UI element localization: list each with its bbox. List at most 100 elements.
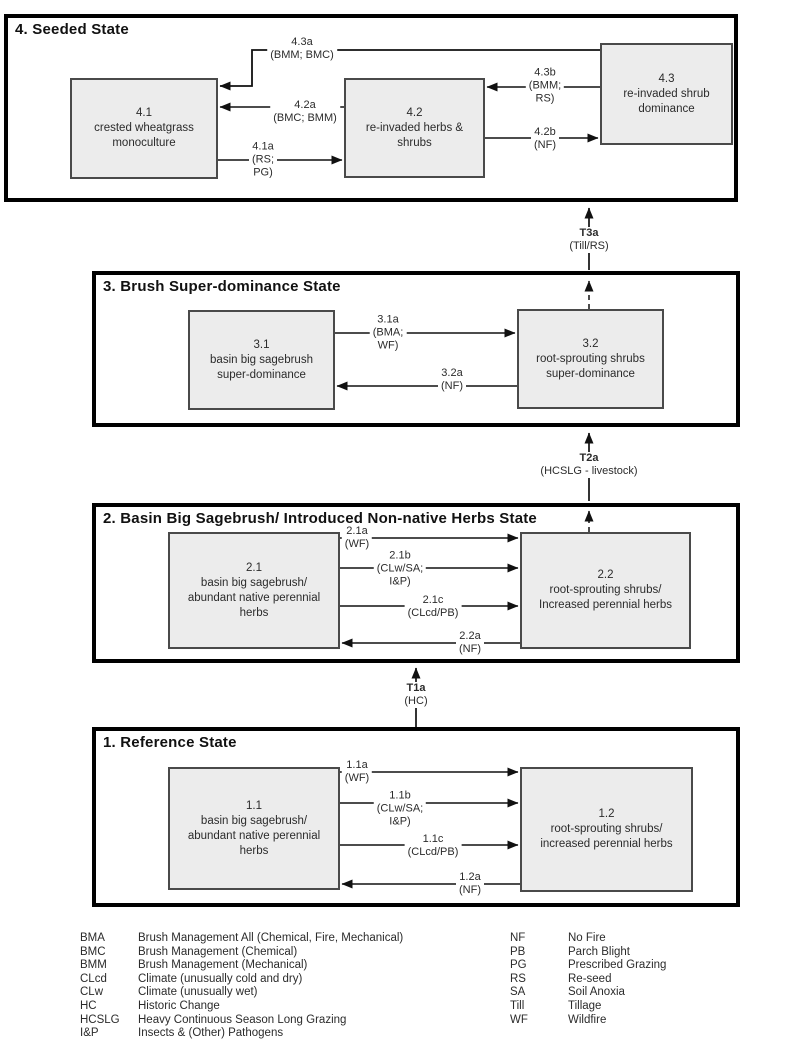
arrow-label-line: 4.2a: [294, 99, 316, 111]
arrow-label-line: (RS;: [252, 153, 274, 166]
arrow-label-line: 1.1a: [346, 759, 368, 771]
transition-drivers: (Till/RS): [569, 240, 609, 252]
legend-row: RS Re-seed: [510, 973, 666, 987]
node-2-1-number: 2.1: [246, 561, 262, 574]
transition-label-t2a: T2a (HCSLG - livestock): [537, 452, 641, 478]
arrow-label-line: PG): [253, 166, 273, 179]
legend-definition: Historic Change: [138, 999, 220, 1012]
arrow-label-line: (BMM; BMC): [270, 49, 334, 61]
node-4-1-number: 4.1: [136, 107, 152, 119]
legend-abbr: BMC: [80, 945, 106, 958]
arrow-4-3a: [219, 49, 600, 91]
transition-code: T3a: [579, 227, 599, 239]
transition-drivers: (HC): [404, 695, 428, 707]
arrow-label-line: (NF): [534, 139, 556, 151]
node-4-3: 4.3 re-invaded shrub dominance: [600, 43, 733, 145]
arrow-label-line: 1.2a: [459, 871, 481, 883]
legend-abbr: NF: [510, 932, 526, 944]
legend-definition: Insects & (Other) Pathogens: [138, 1027, 284, 1040]
arrow-label-line: (NF): [459, 643, 481, 655]
node-4-3-label: re-invaded shrub dominance: [623, 87, 710, 115]
transition-code: T2a: [579, 452, 599, 464]
arrow-label-line: (BMC; BMM): [273, 112, 337, 124]
node-2-2-number: 2.2: [597, 569, 614, 581]
node-3-2: 3.2 root-sprouting shrubs super-dominanc…: [517, 309, 664, 409]
arrow-label-line: 3.2a: [441, 367, 463, 379]
node-3-2-number: 3.2: [582, 337, 599, 350]
node-1-1-number: 1.1: [246, 799, 262, 812]
arrow-label-line: 4.3a: [291, 36, 313, 48]
node-3-1-label: basin big sagebrush super-dominance: [210, 353, 313, 381]
transition-drivers: (HCSLG - livestock): [540, 465, 638, 477]
legend-abbr: I&P: [80, 1027, 99, 1040]
node-1-1-label: basin big sagebrush/ abundant native per…: [187, 814, 321, 857]
arrow-label-line: (NF): [441, 380, 463, 392]
node-1-1: 1.1 basin big sagebrush/ abundant native…: [168, 767, 340, 890]
arrow-label-line: 1.1b: [389, 789, 411, 802]
state-2-sagebrush-non-native-herbs: 2. Basin Big Sagebrush/ Introduced Non-n…: [92, 503, 740, 663]
legend-abbr: Till: [510, 999, 525, 1012]
legend-abbr: SA: [510, 986, 526, 999]
legend-definition: Parch Blight: [568, 945, 631, 958]
arrow-label-line: (BMA;: [372, 326, 404, 339]
arrow-label-line: 2.1c: [422, 594, 444, 606]
node-2-1: 2.1 basin big sagebrush/ abundant native…: [168, 532, 340, 649]
node-4-3-number: 4.3: [658, 72, 675, 85]
legend-definition: Re-seed: [568, 972, 612, 985]
arrow-label-line: 1.1c: [422, 833, 444, 845]
arrow-label-line: (NF): [459, 884, 481, 896]
transition-code: T1a: [406, 682, 426, 694]
transition-label-t3a: T3a (Till/RS): [566, 227, 612, 253]
arrow-label-line: (WF): [344, 538, 370, 550]
state-1-title: 1. Reference State: [103, 734, 237, 751]
legend-abbr: CLcd: [80, 972, 107, 985]
arrow-label-line: 2.2a: [459, 630, 481, 642]
arrow-label-4-1a: 4.1a (RS; PG): [249, 140, 277, 180]
legend-abbr: BMM: [80, 959, 107, 972]
legend-abbr: CLw: [80, 986, 104, 999]
legend-abbr: BMA: [80, 932, 105, 944]
node-2-2-label: root-sprouting shrubs/ Increased perenni…: [539, 584, 672, 611]
arrow-label-4-3b: 4.3b (BMM; RS): [525, 66, 565, 106]
node-1-2: 1.2 root-sprouting shrubs/ increased per…: [520, 767, 693, 892]
arrow-label-4-3a: 4.3a (BMM; BMC): [267, 36, 337, 62]
arrow-label-4-2a: 4.2a (BMC; BMM): [270, 99, 340, 125]
state-3-title: 3. Brush Super-dominance State: [103, 278, 341, 295]
state-4-seeded: 4. Seeded State: [4, 14, 738, 202]
legend-definition: Heavy Continuous Season Long Grazing: [138, 1013, 347, 1026]
node-3-1: 3.1 basin big sagebrush super-dominance: [188, 310, 335, 410]
arrow-label-line: 4.1a: [252, 140, 274, 153]
arrow-label-line: I&P): [389, 815, 411, 828]
arrow-label-line: (CLw/SA;: [376, 562, 424, 575]
arrow-label-2-1a: 2.1a (WF): [341, 525, 373, 551]
legend-abbr: WF: [510, 1013, 528, 1026]
node-4-2-label: re-invaded herbs & shrubs: [365, 121, 464, 149]
state-3-brush-super-dominance: 3. Brush Super-dominance State: [92, 271, 740, 427]
arrow-label-line: (CLw/SA;: [376, 802, 424, 815]
arrow-label-3-1a: 3.1a (BMA; WF): [369, 313, 407, 353]
arrow-label-line: I&P): [389, 575, 411, 588]
legend-definition: Prescribed Grazing: [568, 959, 667, 972]
node-3-1-number: 3.1: [253, 338, 270, 351]
arrow-label-line: (BMM;: [528, 79, 562, 92]
legend-abbr: RS: [510, 972, 526, 985]
arrow-label-line: (CLcd/PB): [407, 846, 459, 858]
arrow-label-1-1b: 1.1b (CLw/SA; I&P): [373, 789, 427, 829]
state-1-reference: 1. Reference State: [92, 727, 740, 907]
legend-row: I&P Insects & (Other) Pathogens: [80, 1027, 403, 1041]
node-4-2: 4.2 re-invaded herbs & shrubs: [344, 78, 485, 178]
arrow-label-line: WF): [377, 339, 399, 352]
arrow-label-2-1c: 2.1c (CLcd/PB): [404, 594, 462, 620]
arrow-label-line: 2.1a: [346, 525, 368, 537]
arrow-label-4-2b: 4.2b (NF): [531, 126, 559, 152]
arrow-label-1-1c: 1.1c (CLcd/PB): [404, 833, 462, 859]
node-2-1-label: basin big sagebrush/ abundant native per…: [187, 576, 321, 619]
